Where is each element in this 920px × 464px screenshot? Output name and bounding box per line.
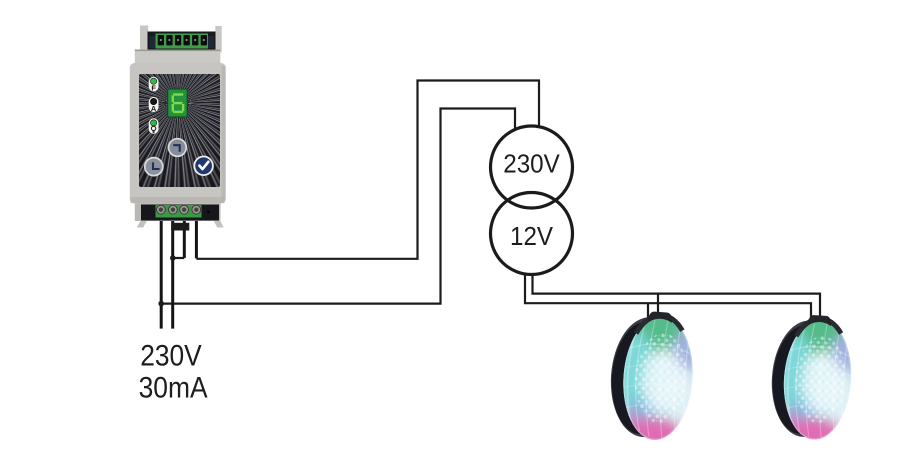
svg-text:A: A [151, 104, 157, 113]
svg-text:F: F [151, 84, 156, 93]
svg-text:230V: 230V [503, 151, 560, 179]
svg-text:12V: 12V [510, 223, 553, 251]
svg-text:30mA: 30mA [139, 371, 208, 404]
svg-text:230V: 230V [140, 339, 202, 372]
